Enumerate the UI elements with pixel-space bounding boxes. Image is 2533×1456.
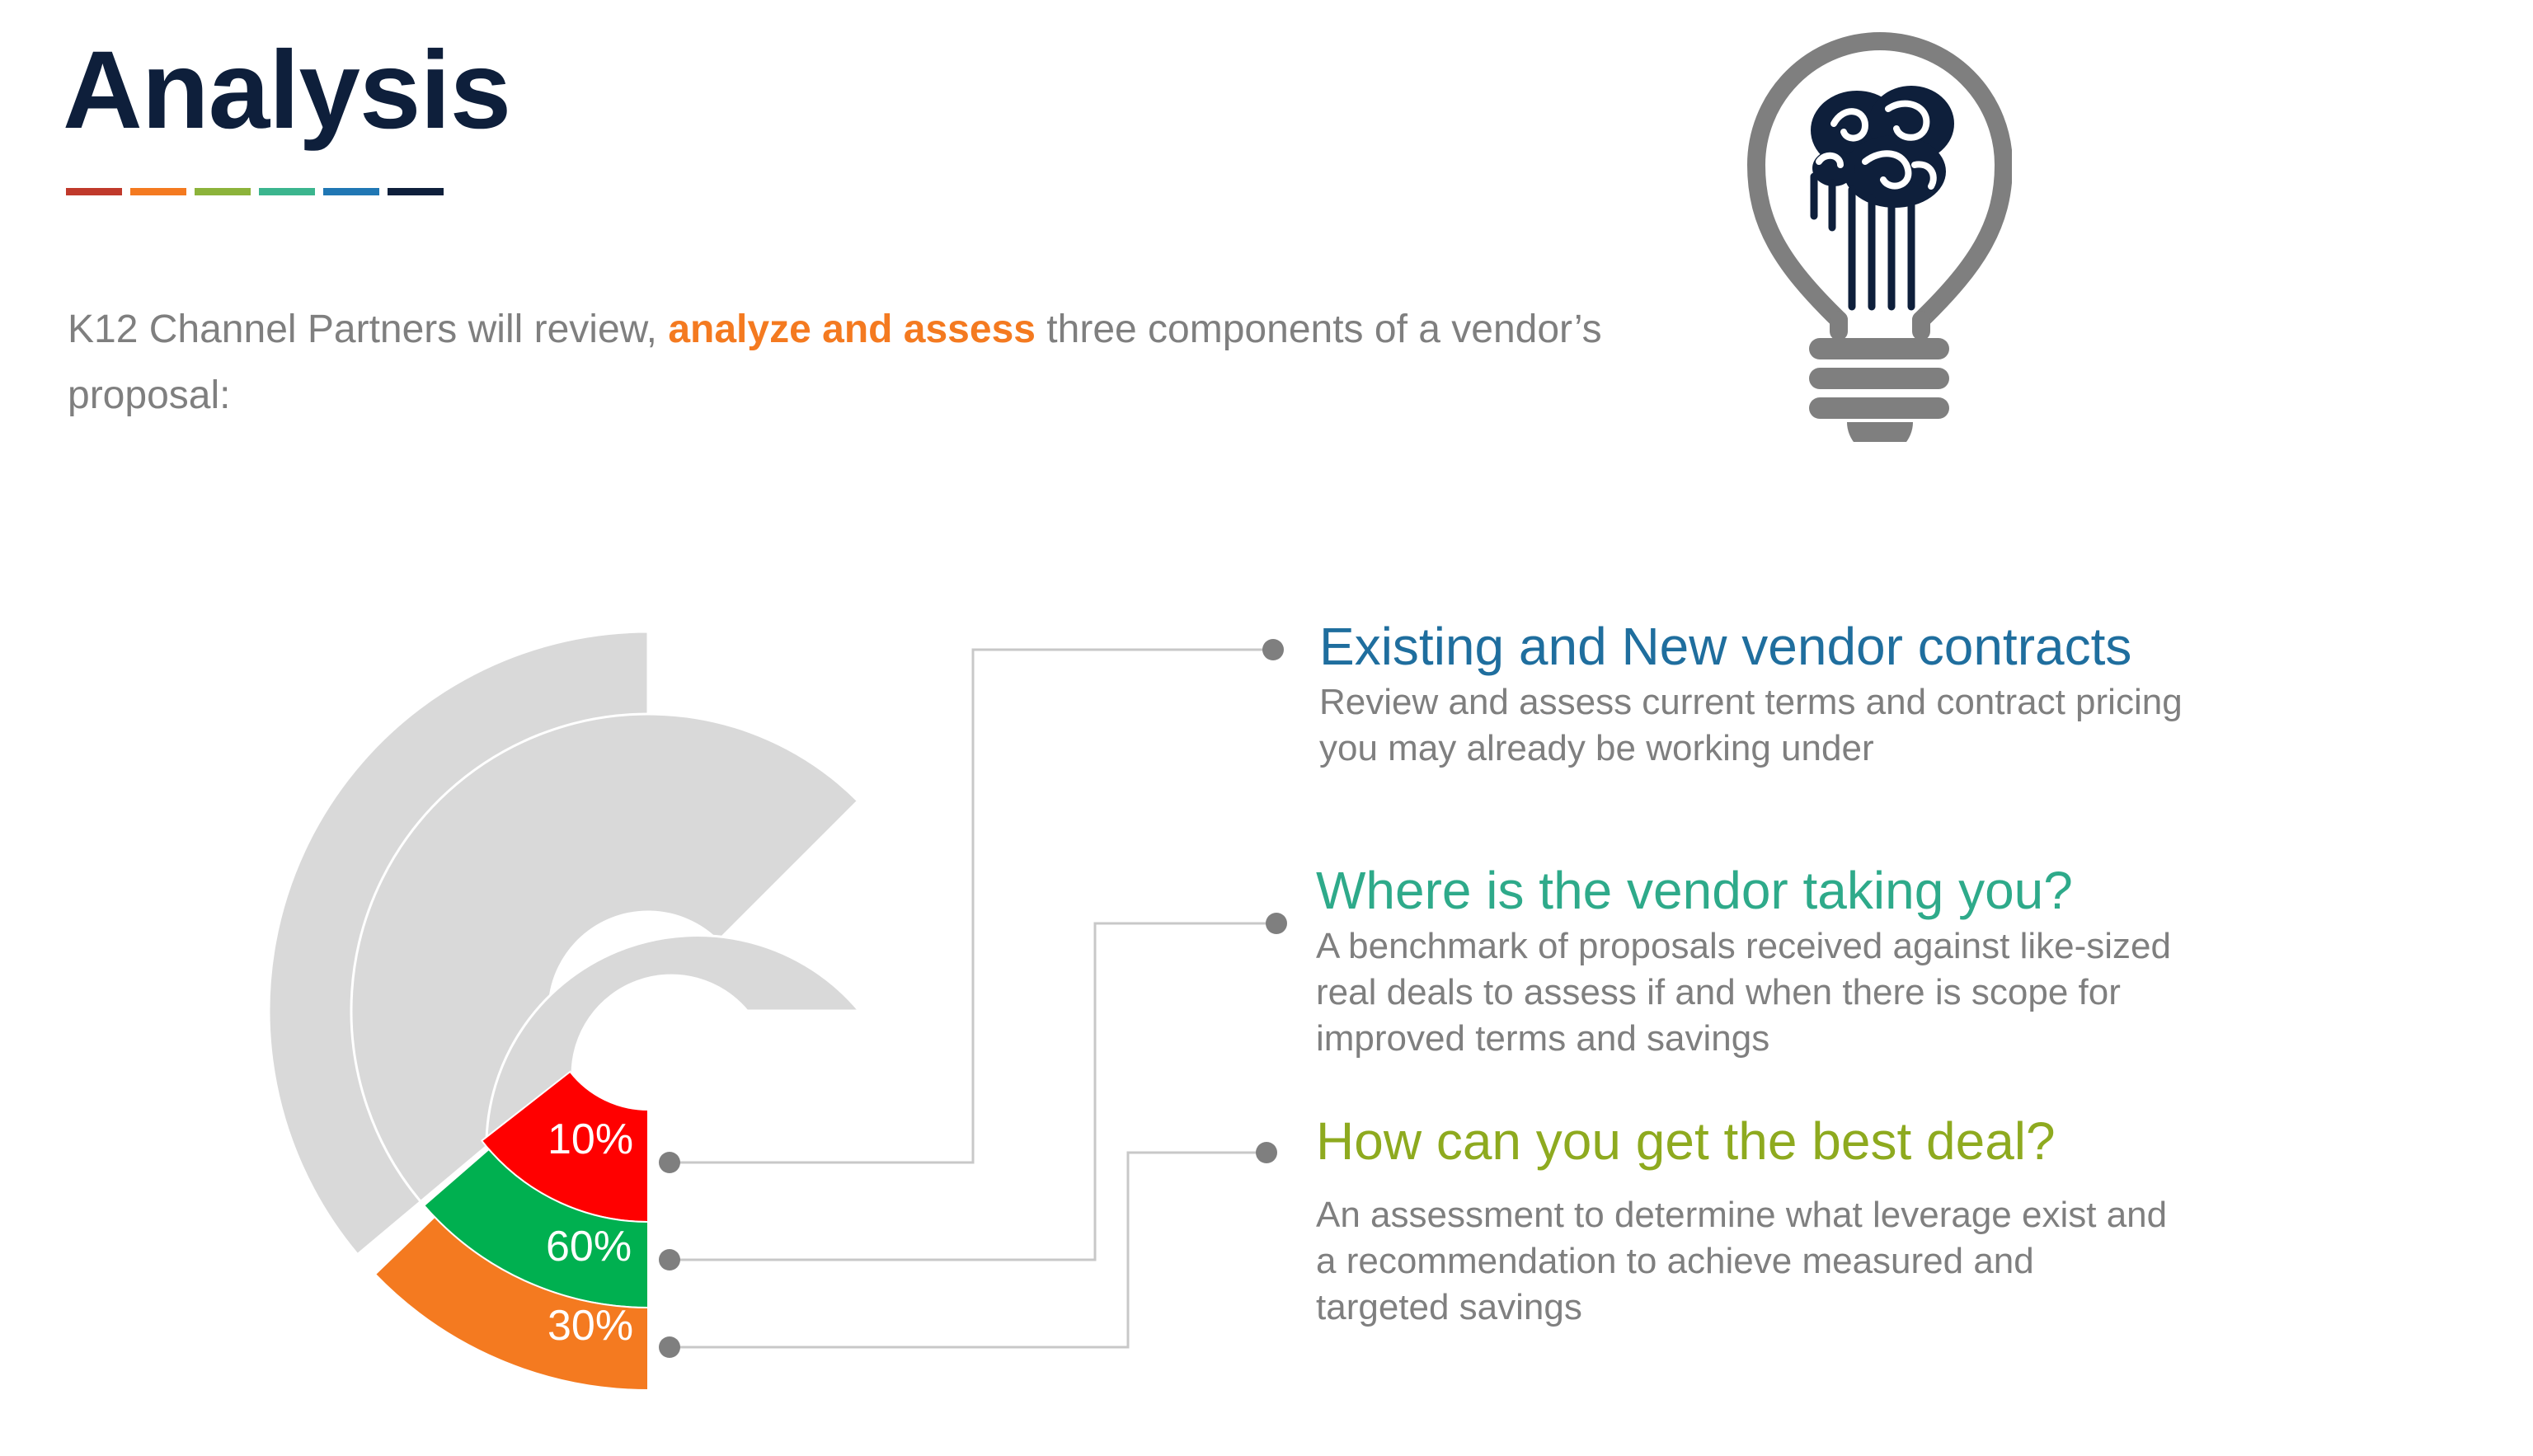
- leader-line-2: [670, 922, 1276, 1261]
- item-heading: How can you get the best deal?: [1316, 1111, 2056, 1171]
- accent-bar: [195, 188, 251, 195]
- accent-bar: [66, 188, 122, 195]
- page-title: Analysis: [63, 29, 511, 152]
- accent-bar: [388, 188, 444, 195]
- item-body: Review and assess current terms and cont…: [1319, 682, 2183, 768]
- intro-text-start: K12 Channel Partners will review,: [68, 308, 669, 351]
- segment-30-percent: [374, 1215, 649, 1392]
- intro-text: K12 Channel Partners will review, analyz…: [68, 297, 1700, 429]
- intro-highlight: analyze and assess: [668, 308, 1036, 351]
- segment-label-10: 10%: [547, 1115, 634, 1163]
- connector-dot: [1256, 1142, 1277, 1163]
- item-heading: Existing and New vendor contracts: [1319, 617, 2132, 676]
- item-existing-contracts: Existing and New vendor contracts Review…: [1319, 613, 2226, 772]
- item-body: An assessment to determine what leverage…: [1316, 1195, 2168, 1327]
- background-ring-middle: [350, 712, 860, 1204]
- accent-bar: [130, 188, 186, 195]
- accent-bar: [323, 188, 379, 195]
- connector-dot: [659, 1336, 680, 1358]
- connector-dot: [1266, 913, 1287, 934]
- connector-dot: [1262, 639, 1284, 660]
- connector-dot: [659, 1152, 680, 1173]
- leader-line-1: [670, 648, 1273, 1164]
- leader-line-3: [670, 1151, 1266, 1349]
- accent-bar: [259, 188, 315, 195]
- lightbulb-brain-icon: [1746, 32, 2012, 442]
- segment-label-30: 30%: [547, 1302, 634, 1350]
- item-body: A benchmark of proposals received agains…: [1316, 926, 2171, 1059]
- intro-text-end: three components of a vendor’s proposal:: [68, 308, 1602, 417]
- item-heading: Where is the vendor taking you?: [1316, 861, 2073, 920]
- item-best-deal: How can you get the best deal? An assess…: [1316, 1108, 2173, 1331]
- connector-dot: [659, 1249, 680, 1270]
- background-ring-inner: [485, 934, 862, 1149]
- segment-label-60: 60%: [546, 1223, 632, 1270]
- item-vendor-direction: Where is the vendor taking you? A benchm…: [1316, 857, 2173, 1062]
